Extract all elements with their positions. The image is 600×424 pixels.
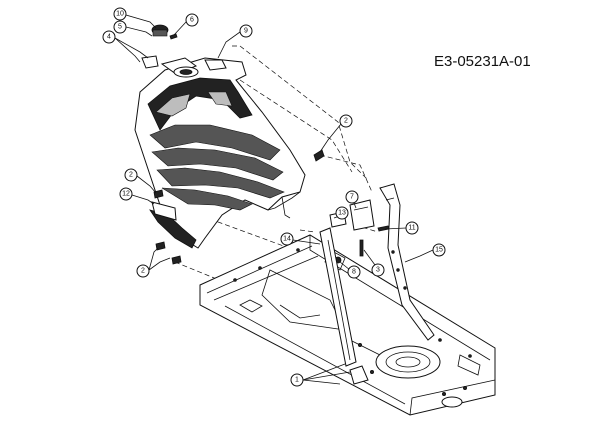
drawing-code: E3-05231A-01 bbox=[434, 53, 531, 70]
callout-6: 6 bbox=[185, 13, 199, 27]
callout-7: 7 bbox=[345, 190, 359, 204]
bracket-4 bbox=[141, 55, 159, 69]
svg-text:1: 1 bbox=[295, 377, 299, 384]
fender-body-shell bbox=[134, 57, 306, 249]
svg-text:14: 14 bbox=[283, 236, 291, 243]
callout-2-right: 2 bbox=[339, 114, 353, 128]
svg-text:3: 3 bbox=[376, 267, 380, 274]
callout-8: 8 bbox=[347, 265, 361, 279]
svg-text:11: 11 bbox=[408, 225, 415, 232]
screw-6 bbox=[169, 33, 178, 40]
svg-text:2: 2 bbox=[141, 268, 145, 275]
callout-1: 1 bbox=[290, 373, 304, 387]
callout-15: 15 bbox=[432, 243, 446, 257]
callout-5: 5 bbox=[113, 20, 127, 34]
switch-7 bbox=[349, 199, 375, 231]
support-straps bbox=[319, 183, 435, 385]
svg-text:2: 2 bbox=[344, 118, 348, 125]
callout-13: 13 bbox=[335, 206, 349, 220]
screw-3 bbox=[359, 239, 364, 257]
callout-2-lower-left: 2 bbox=[136, 264, 150, 278]
callout-12: 12 bbox=[119, 187, 133, 201]
svg-text:5: 5 bbox=[118, 24, 122, 31]
callout-4: 4 bbox=[102, 30, 116, 44]
strap-15 bbox=[379, 183, 435, 341]
callout-10: 10 bbox=[113, 7, 127, 21]
bolt-2-upper bbox=[153, 189, 164, 199]
svg-text:12: 12 bbox=[122, 191, 130, 198]
fuel-cap-base bbox=[152, 29, 168, 37]
svg-text:6: 6 bbox=[190, 17, 194, 24]
callout-11: 11 bbox=[405, 221, 419, 235]
callouts: 10 5 6 4 9 2 2 12 bbox=[102, 7, 446, 387]
strap-14 bbox=[319, 227, 357, 367]
callout-2-upper-left: 2 bbox=[124, 168, 138, 182]
callout-14: 14 bbox=[280, 232, 294, 246]
bolt-2-lower-a bbox=[155, 241, 166, 251]
bolt-2-right bbox=[313, 149, 325, 162]
svg-text:2: 2 bbox=[129, 172, 133, 179]
bolt-2-lower-b bbox=[171, 255, 182, 265]
svg-text:9: 9 bbox=[244, 28, 248, 35]
svg-text:13: 13 bbox=[338, 210, 346, 217]
svg-text:4: 4 bbox=[107, 34, 111, 41]
bracket-12 bbox=[151, 201, 177, 221]
svg-text:15: 15 bbox=[435, 247, 443, 254]
svg-text:8: 8 bbox=[352, 269, 356, 276]
callout-3: 3 bbox=[371, 263, 385, 277]
svg-text:7: 7 bbox=[350, 194, 354, 201]
callout-9: 9 bbox=[239, 24, 253, 38]
svg-text:10: 10 bbox=[116, 11, 124, 18]
